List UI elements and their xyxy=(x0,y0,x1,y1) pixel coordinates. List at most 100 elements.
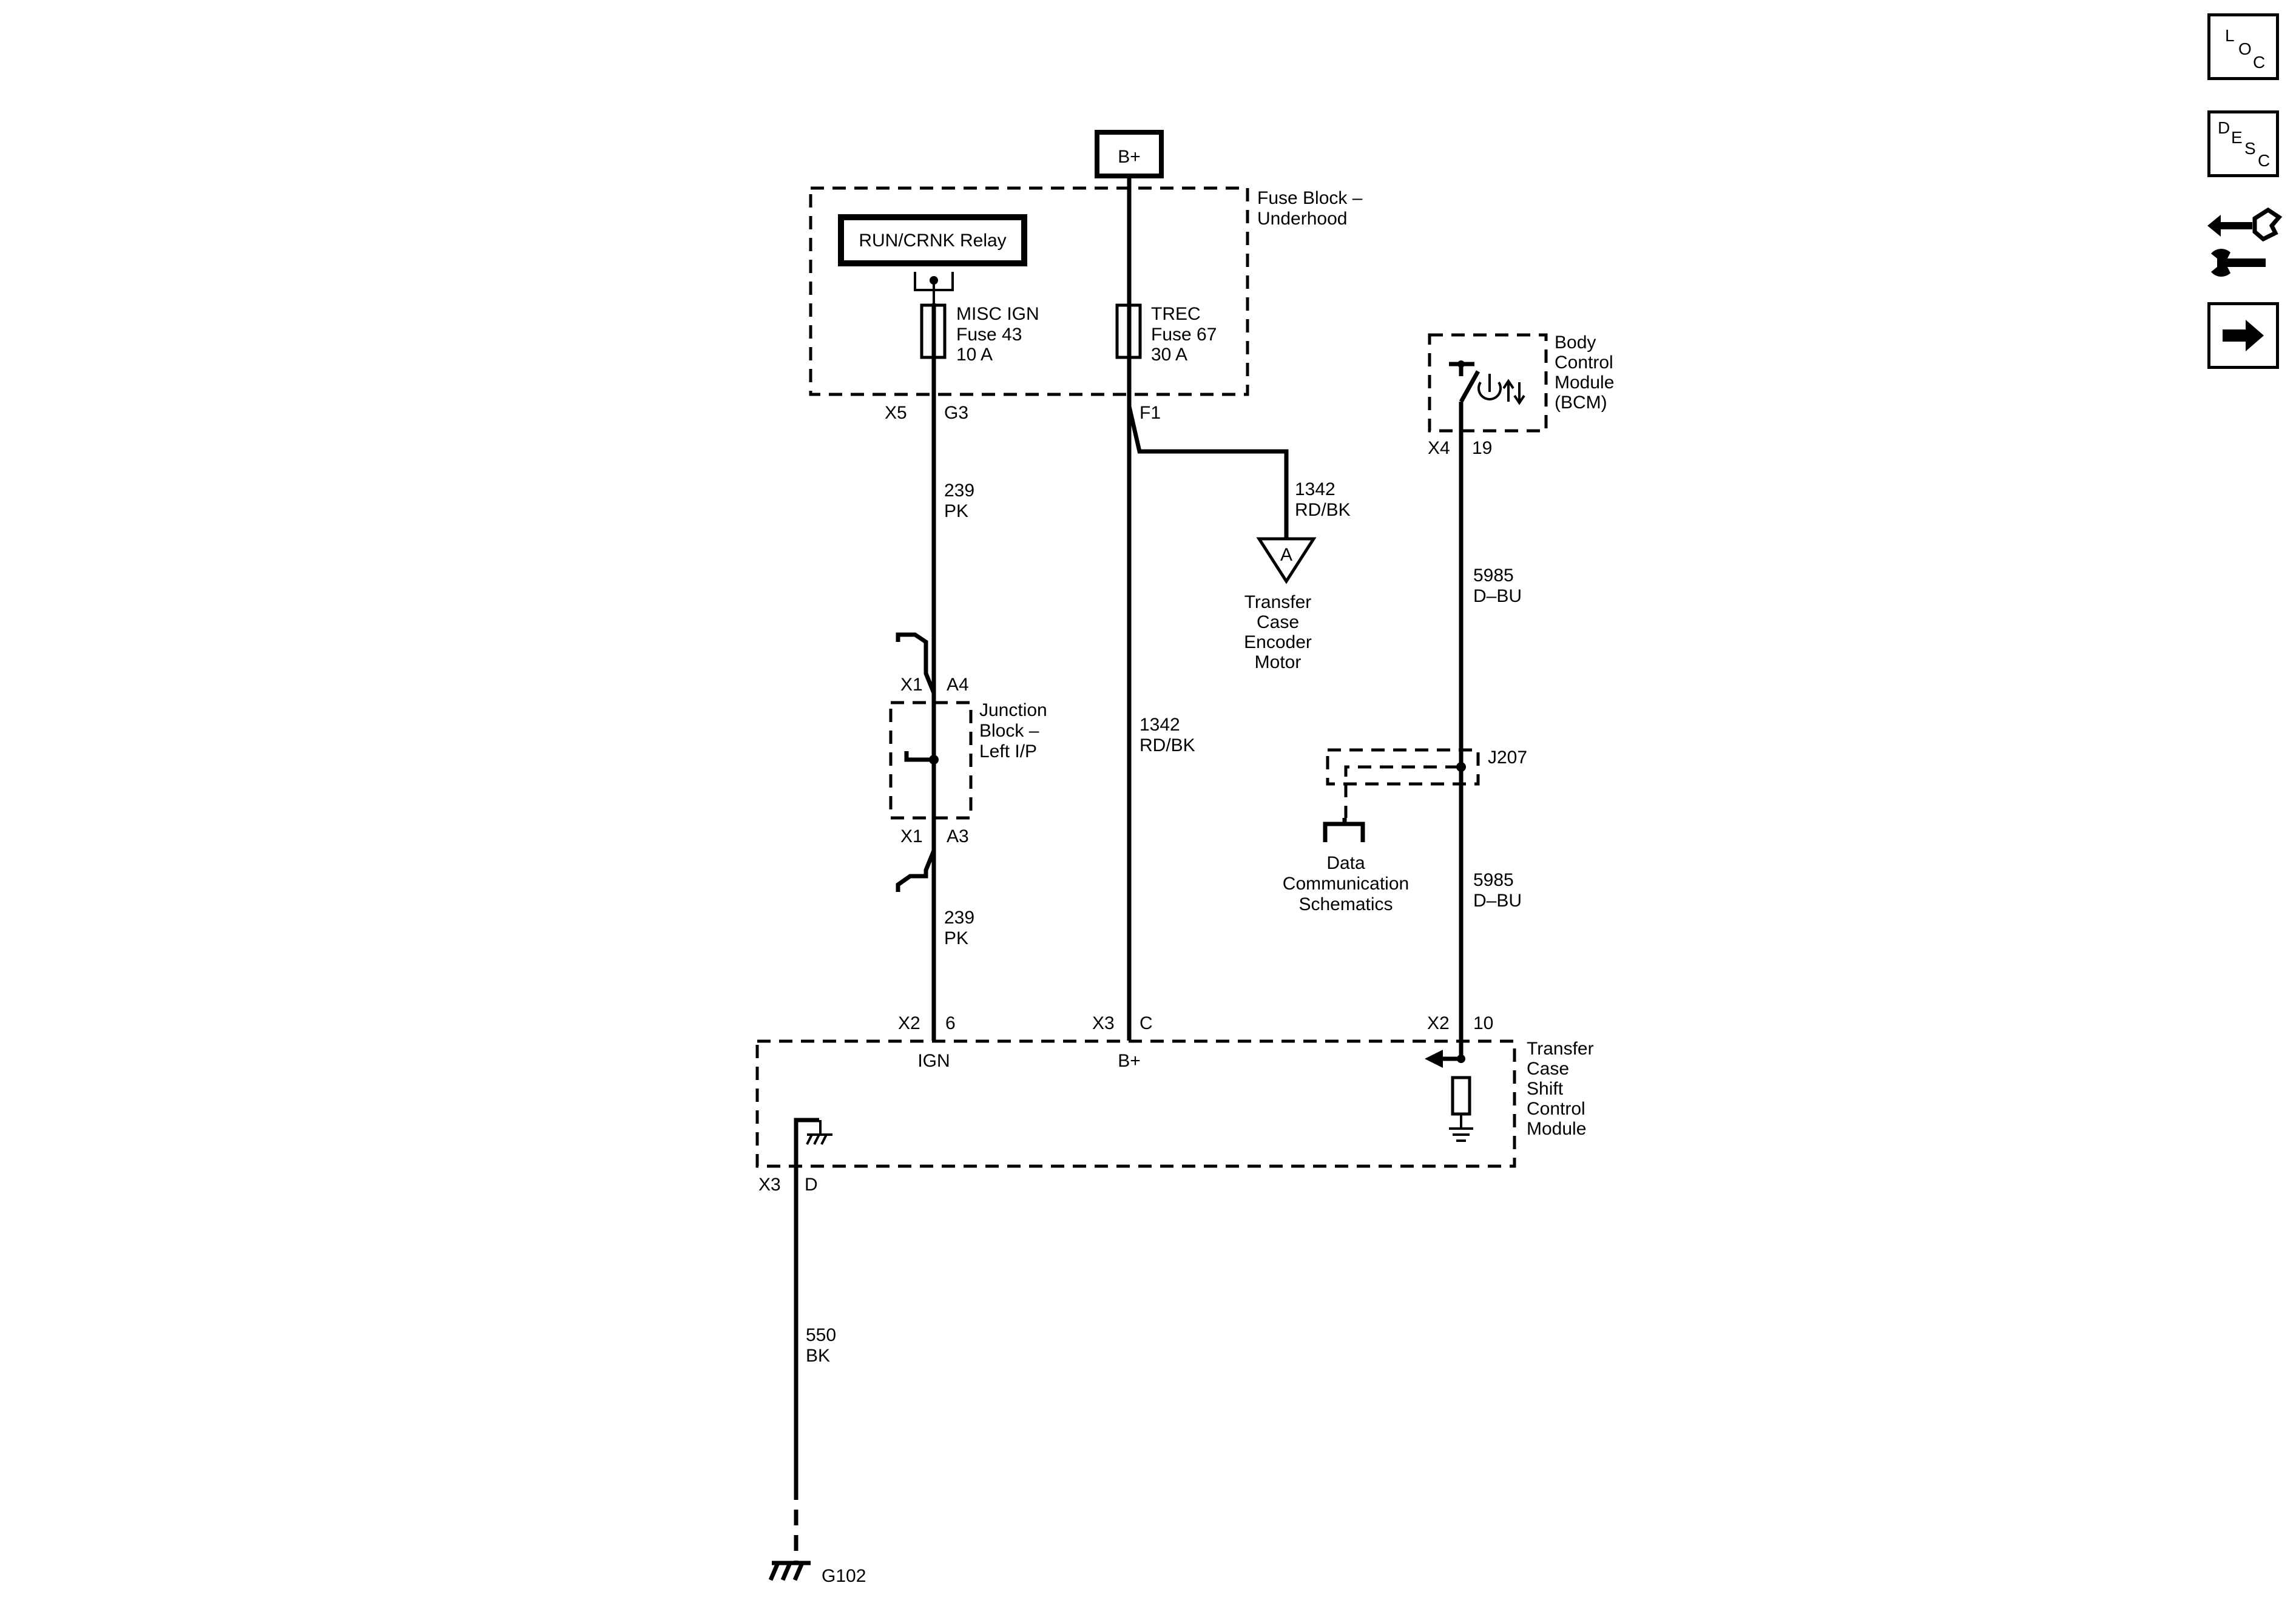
splice-j207-label: J207 xyxy=(1488,748,1527,768)
bcm-line4: (BCM) xyxy=(1555,393,1607,413)
tcscm-line2: Case xyxy=(1527,1059,1569,1079)
description-letter-c: C xyxy=(2258,151,2271,170)
ground-g102-label: G102 xyxy=(822,1566,866,1586)
wire-1342-branch-circuit: 1342 xyxy=(1295,479,1335,499)
chassis-ground-icon xyxy=(806,1120,832,1145)
power-symbol-icon xyxy=(1477,374,1502,400)
location-letter-c: C xyxy=(2253,53,2266,72)
data-communication-connector xyxy=(1323,822,1365,842)
tcscm-pullup-resistor xyxy=(1451,1076,1471,1116)
wire-1342-branch xyxy=(1127,406,1289,539)
next-page-button[interactable] xyxy=(2207,302,2279,369)
junction-top-conn: X1 xyxy=(900,675,923,695)
wire-5985-lower-circuit: 5985 xyxy=(1473,870,1514,890)
connector-repair-button[interactable] xyxy=(2205,204,2284,283)
tcscm-bplus-conn: X3 xyxy=(1092,1013,1115,1033)
description-letter-d: D xyxy=(2218,118,2230,137)
encoder-motor-connector-triangle xyxy=(1256,537,1317,584)
connector-repair-icon xyxy=(2207,207,2283,277)
tcscm-bplus-label: B+ xyxy=(1118,1051,1141,1071)
right-arrow-icon xyxy=(2223,320,2264,351)
tcscm-data-conn: X2 xyxy=(1427,1013,1450,1033)
wire-550-color: BK xyxy=(806,1346,830,1366)
location-letter-l: L xyxy=(2225,26,2235,45)
bcm-line2: Control xyxy=(1555,353,1613,373)
tcscm-data-arrow-icon xyxy=(1425,1050,1443,1068)
fuse43-line3: 10 A xyxy=(956,345,993,365)
encoder-motor-line1: Transfer xyxy=(1244,592,1312,612)
ground-g102-icon xyxy=(768,1561,811,1581)
tcscm-line5: Module xyxy=(1527,1119,1586,1139)
fuse-block-underhood-boundary xyxy=(809,186,1249,396)
tcscm-line1: Transfer xyxy=(1527,1039,1594,1059)
junction-bottom-conn: X1 xyxy=(900,826,923,846)
fuse-block-label-line2: Underhood xyxy=(1257,209,1347,229)
relay-contact-dot xyxy=(930,276,938,285)
junction-bottom-pin: A3 xyxy=(947,826,969,846)
fuse-block-conn-x5: X5 xyxy=(885,403,907,423)
junction-top-pin: A4 xyxy=(947,675,969,695)
fuse67-line2: Fuse 67 xyxy=(1151,325,1217,345)
run-crnk-relay-box xyxy=(838,214,1027,266)
fuse-block-label-line1: Fuse Block – xyxy=(1257,188,1363,208)
wire-5985-lower-color: D–BU xyxy=(1473,891,1522,911)
fuse43-line2: Fuse 43 xyxy=(956,325,1022,345)
wire-1342-main-circuit: 1342 xyxy=(1140,715,1180,735)
location-letter-o: O xyxy=(2238,39,2252,58)
tcscm-ground-conn: X3 xyxy=(758,1175,781,1195)
junction-block-line3: Left I/P xyxy=(979,741,1037,761)
description-letter-s: S xyxy=(2244,139,2256,158)
junction-internal-connector xyxy=(904,751,934,762)
tcscm-ground-pin: D xyxy=(805,1175,818,1195)
bidirectional-arrows-icon xyxy=(1502,379,1525,405)
tcscm-ign-pin: 6 xyxy=(945,1013,956,1033)
bcm-boundary xyxy=(1428,333,1548,433)
wire-550-circuit: 550 xyxy=(806,1325,836,1345)
junction-top-connector-symbol xyxy=(896,632,936,694)
data-link-dashed xyxy=(1344,765,1461,777)
fuse-block-pin-f1: F1 xyxy=(1140,403,1161,423)
fuse43-line1: MISC IGN xyxy=(956,304,1039,324)
fuse67-line3: 30 A xyxy=(1151,345,1187,365)
tcscm-data-pin: 10 xyxy=(1473,1013,1493,1033)
encoder-motor-connector-letter: A xyxy=(1280,545,1292,565)
wire-239-upper-color: PK xyxy=(944,501,968,521)
bcm-switch-node xyxy=(1457,360,1465,368)
tcscm-line3: Shift xyxy=(1527,1079,1564,1099)
bcm-switch-symbol xyxy=(1449,362,1481,403)
description-button[interactable]: D E S C xyxy=(2207,110,2279,177)
junction-block-line1: Junction xyxy=(979,700,1047,720)
splice-j207-boundary xyxy=(1326,748,1480,786)
junction-block-boundary xyxy=(889,701,973,820)
tcscm-boundary xyxy=(755,1039,1516,1168)
wire-5985-upper-circuit: 5985 xyxy=(1473,565,1514,586)
data-comm-line3: Schematics xyxy=(1298,894,1393,914)
wire-239-lower-circuit: 239 xyxy=(944,908,974,928)
fuse67-line1: TREC xyxy=(1151,304,1201,324)
tcscm-internal-ground-icon xyxy=(1449,1114,1473,1142)
wire-239-upper-circuit: 239 xyxy=(944,481,974,501)
bcm-conn-x4: X4 xyxy=(1428,438,1450,458)
run-crnk-relay-label: RUN/CRNK Relay xyxy=(859,231,1006,251)
data-comm-line1: Data xyxy=(1326,853,1365,873)
wire-1342-main-color: RD/BK xyxy=(1140,735,1195,755)
wire-1342-branch-color: RD/BK xyxy=(1295,500,1351,520)
tcscm-bplus-pin: C xyxy=(1140,1013,1153,1033)
bcm-line1: Body xyxy=(1555,333,1596,353)
encoder-motor-line2: Case xyxy=(1257,612,1299,632)
description-letter-e: E xyxy=(2231,128,2243,147)
fuse-block-pin-g3: G3 xyxy=(944,403,968,423)
wire-5985-upper-color: D–BU xyxy=(1473,586,1522,606)
bcm-line3: Module xyxy=(1555,373,1614,393)
wire-239-lower-color: PK xyxy=(944,928,968,948)
data-comm-line2: Communication xyxy=(1283,874,1409,894)
tcscm-ground-stub xyxy=(794,1118,819,1166)
junction-block-line2: Block – xyxy=(979,721,1039,741)
junction-internal-node xyxy=(929,755,939,765)
encoder-motor-line4: Motor xyxy=(1255,652,1302,672)
splice-j207-node xyxy=(1456,762,1466,772)
location-button[interactable]: L O C xyxy=(2207,13,2279,80)
bplus-supply-label: B+ xyxy=(1118,147,1141,167)
bcm-pin-19: 19 xyxy=(1472,438,1492,458)
